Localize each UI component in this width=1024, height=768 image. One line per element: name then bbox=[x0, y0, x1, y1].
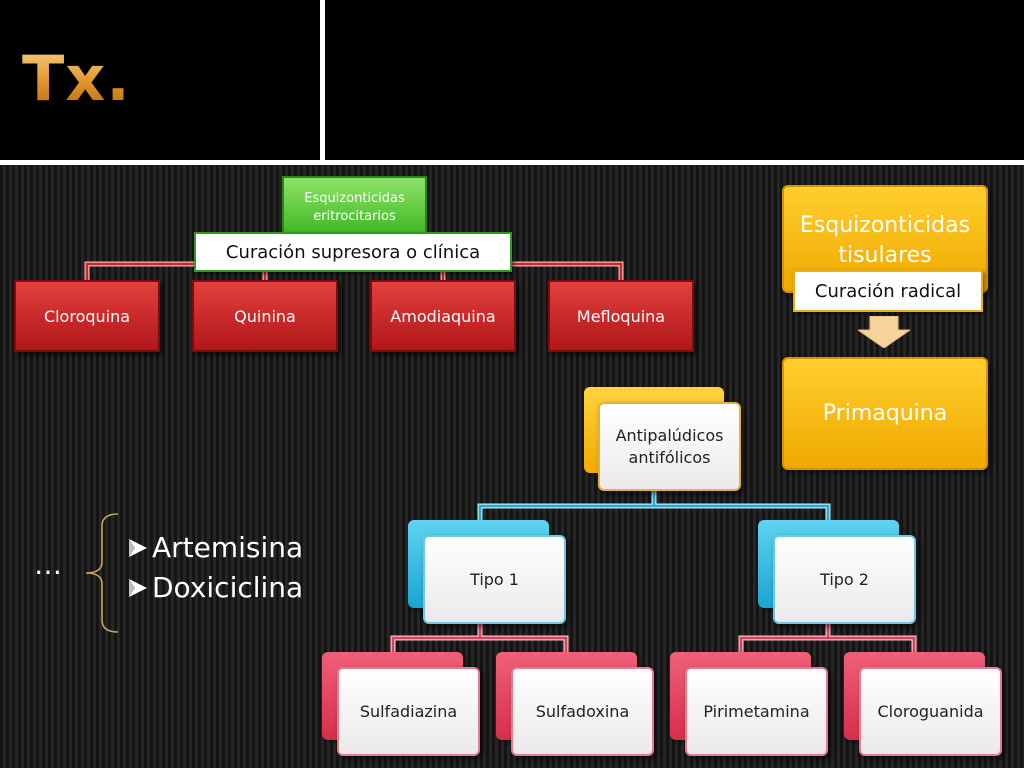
list-item: Artemisina bbox=[126, 528, 303, 568]
drug-amodiaquina: Amodiaquina bbox=[370, 280, 516, 352]
curly-brace-icon bbox=[85, 513, 119, 633]
drug-sulfadiazina: Sulfadiazina bbox=[337, 667, 480, 756]
title-divider-horizontal bbox=[0, 160, 1024, 165]
down-arrow-icon bbox=[858, 316, 910, 348]
curacion-supresora-label: Curación supresora o clínica bbox=[194, 232, 512, 272]
list-item-text: Artemisina bbox=[152, 531, 304, 564]
slide-title-shadow: Tx. bbox=[25, 47, 134, 117]
arrow-bullet-icon bbox=[129, 539, 147, 557]
title-divider-vertical bbox=[320, 0, 325, 160]
other-drugs-list: Artemisina Doxiciclina bbox=[126, 528, 303, 608]
drug-cloroguanida: Cloroguanida bbox=[859, 667, 1002, 756]
tipo-1-box: Tipo 1 bbox=[423, 535, 566, 624]
tipo-2-box: Tipo 2 bbox=[773, 535, 916, 624]
drug-cloroquina: Cloroquina bbox=[14, 280, 160, 352]
ellipsis-text: … bbox=[34, 548, 62, 581]
list-item-text: Doxiciclina bbox=[152, 571, 304, 604]
drug-sulfadoxina: Sulfadoxina bbox=[511, 667, 654, 756]
drug-pirimetamina: Pirimetamina bbox=[685, 667, 828, 756]
list-item: Doxiciclina bbox=[126, 568, 303, 608]
drug-primaquina: Primaquina bbox=[782, 357, 988, 470]
esquizonticidas-eritrocitarios-box: Esquizonticidas eritrocitarios bbox=[282, 176, 427, 240]
curacion-radical-label: Curación radical bbox=[793, 270, 983, 312]
drug-mefloquina: Mefloquina bbox=[548, 280, 694, 352]
title-bar bbox=[0, 0, 1024, 160]
slide-title: Tx. bbox=[22, 42, 131, 115]
drug-quinina: Quinina bbox=[192, 280, 338, 352]
arrow-bullet-icon bbox=[129, 579, 147, 597]
antipaludicos-antifolicos-box: Antipalúdicos antifólicos bbox=[598, 402, 741, 491]
